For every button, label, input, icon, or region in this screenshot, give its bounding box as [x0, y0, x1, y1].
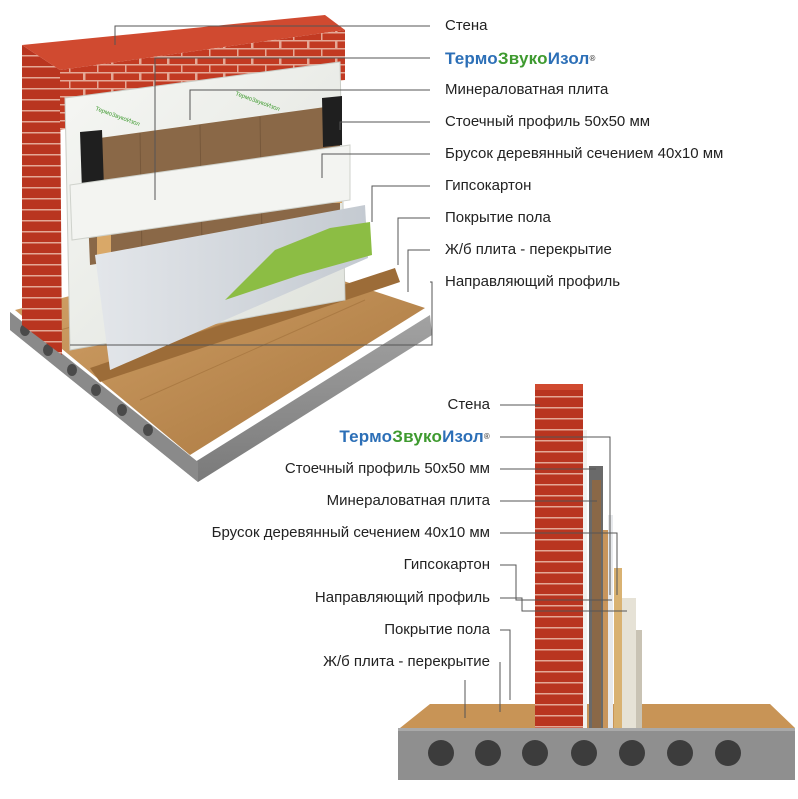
brand-part-izol: Изол — [442, 427, 484, 446]
top-label-guide-profile: Направляющий профиль — [445, 273, 621, 290]
bottom-finish-strip — [614, 568, 622, 728]
bottom-brand-logo: ТермоЗвукоИзол® — [339, 427, 490, 447]
bottom-termozvukoizol-layer — [583, 430, 587, 728]
top-leader-lines — [70, 25, 433, 346]
top-stud-profile-left — [80, 130, 104, 191]
bottom-label-guide-profile: Направляющий профиль — [314, 589, 490, 606]
top-concrete-slab-side — [10, 312, 198, 482]
bottom-label-stud-profile: Стоечный профиль 50х50 мм — [284, 460, 490, 477]
bottom-label-mineral-wool: Минераловатная плита — [326, 492, 490, 509]
top-brick-wall-side — [22, 45, 62, 355]
top-label-floor-covering: Покрытие пола — [445, 209, 551, 226]
brand-part-izol: Изол — [547, 49, 590, 68]
bottom-label-floor-covering: Покрытие пола — [384, 621, 490, 638]
bottom-label-wood-batten: Брусок деревянный сечением 40х10 мм — [211, 524, 490, 541]
brand-registered-mark: ® — [589, 54, 596, 63]
top-label-stud-profile: Стоечный профиль 50х50 мм — [445, 113, 651, 130]
top-second-board-layer — [69, 144, 351, 241]
top-label-wall: Стена — [445, 17, 488, 34]
bottom-leader-lines — [464, 404, 627, 718]
top-green-finish-layer — [225, 222, 372, 300]
brand-part-termo: Термо — [445, 49, 498, 68]
bottom-brick-wall — [535, 387, 583, 728]
top-label-mineral-wool: Минераловатная плита — [445, 81, 609, 98]
top-brand-logo: ТермоЗвукоИзол® — [445, 49, 596, 69]
bottom-slab-holes — [428, 740, 741, 766]
top-label-gypsum: Гипсокартон — [445, 177, 532, 194]
top-stud-profile-right — [322, 96, 342, 147]
top-label-wood-batten: Брусок деревянный сечением 40х10 мм — [445, 145, 724, 162]
brand-part-zvuko: Звуко — [392, 427, 443, 446]
bottom-mineral-wool — [592, 480, 601, 728]
top-brick-wall-top — [22, 15, 345, 70]
bottom-white-skirting — [622, 598, 636, 728]
bottom-cross-section — [398, 384, 795, 780]
top-3d-illustration: ТермоЗвукоИзол ТермоЗвукоИзол ТермоЗвуко… — [10, 15, 432, 482]
top-label-concrete-slab: Ж/б плита - перекрытие — [445, 241, 612, 258]
bottom-gypsum-board — [608, 515, 613, 728]
brand-registered-mark: ® — [483, 432, 490, 441]
brand-part-termo: Термо — [339, 427, 393, 446]
top-slab-holes — [20, 324, 153, 436]
bottom-label-wall: Стена — [447, 396, 490, 413]
bottom-wood-batten — [603, 530, 608, 728]
bottom-label-concrete-slab: Ж/б плита - перекрытие — [323, 653, 490, 670]
bottom-label-gypsum: Гипсокартон — [403, 556, 490, 573]
top-wood-batten-left — [97, 230, 111, 260]
brand-part-zvuko: Звуко — [497, 49, 548, 68]
